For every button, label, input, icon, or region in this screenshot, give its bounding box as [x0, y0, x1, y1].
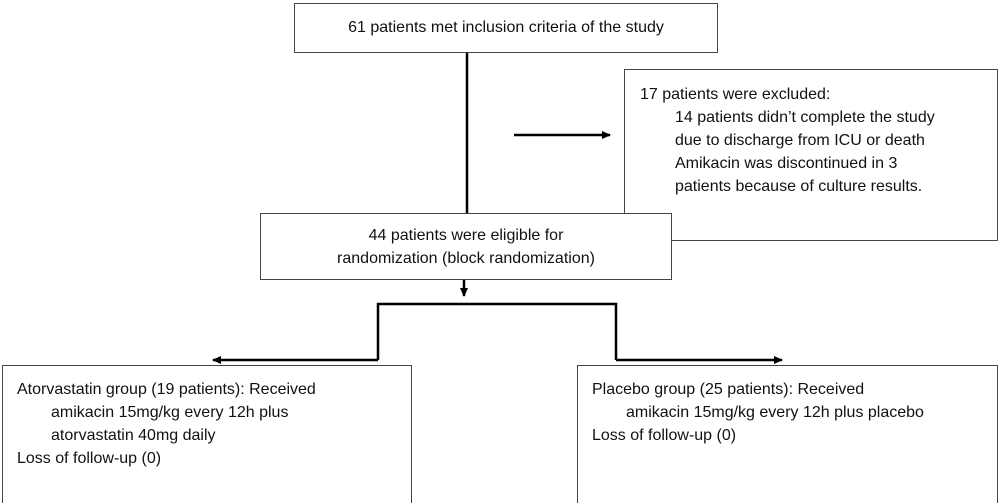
atorvastatin-line-2: amikacin 15mg/kg every 12h plus — [51, 404, 289, 421]
placebo-line-2: amikacin 15mg/kg every 12h plus placebo — [626, 404, 924, 421]
excluded-line-4: patients because of culture results. — [675, 178, 923, 195]
atorvastatin-line-4: Loss of follow-up (0) — [17, 450, 162, 467]
inclusion-box: 61 patients met inclusion criteria of th… — [294, 3, 718, 53]
eligible-box: 44 patients were eligible for randomizat… — [260, 213, 672, 280]
excluded-line-2: due to discharge from ICU or death — [675, 132, 925, 149]
placebo-box: Placebo group (25 patients): Received am… — [577, 365, 998, 503]
atorvastatin-box: Atorvastatin group (19 patients): Receiv… — [2, 365, 412, 503]
atorvastatin-line-3: atorvastatin 40mg daily — [51, 427, 216, 444]
split-bracket — [376, 302, 618, 360]
eligible-line-1: 44 patients were eligible for — [368, 227, 564, 244]
excluded-line-1: 14 patients didn’t complete the study — [675, 109, 935, 126]
atorvastatin-line-1: Atorvastatin group (19 patients): Receiv… — [17, 381, 316, 398]
excluded-line-3: Amikacin was discontinued in 3 — [675, 155, 898, 172]
placebo-line-3: Loss of follow-up (0) — [592, 427, 737, 444]
excluded-heading: 17 patients were excluded: — [640, 86, 831, 103]
excluded-box: 17 patients were excluded: 14 patients d… — [624, 69, 998, 241]
inclusion-text: 61 patients met inclusion criteria of th… — [348, 19, 664, 36]
eligible-line-2: randomization (block randomization) — [337, 250, 595, 267]
placebo-line-1: Placebo group (25 patients): Received — [592, 381, 865, 398]
